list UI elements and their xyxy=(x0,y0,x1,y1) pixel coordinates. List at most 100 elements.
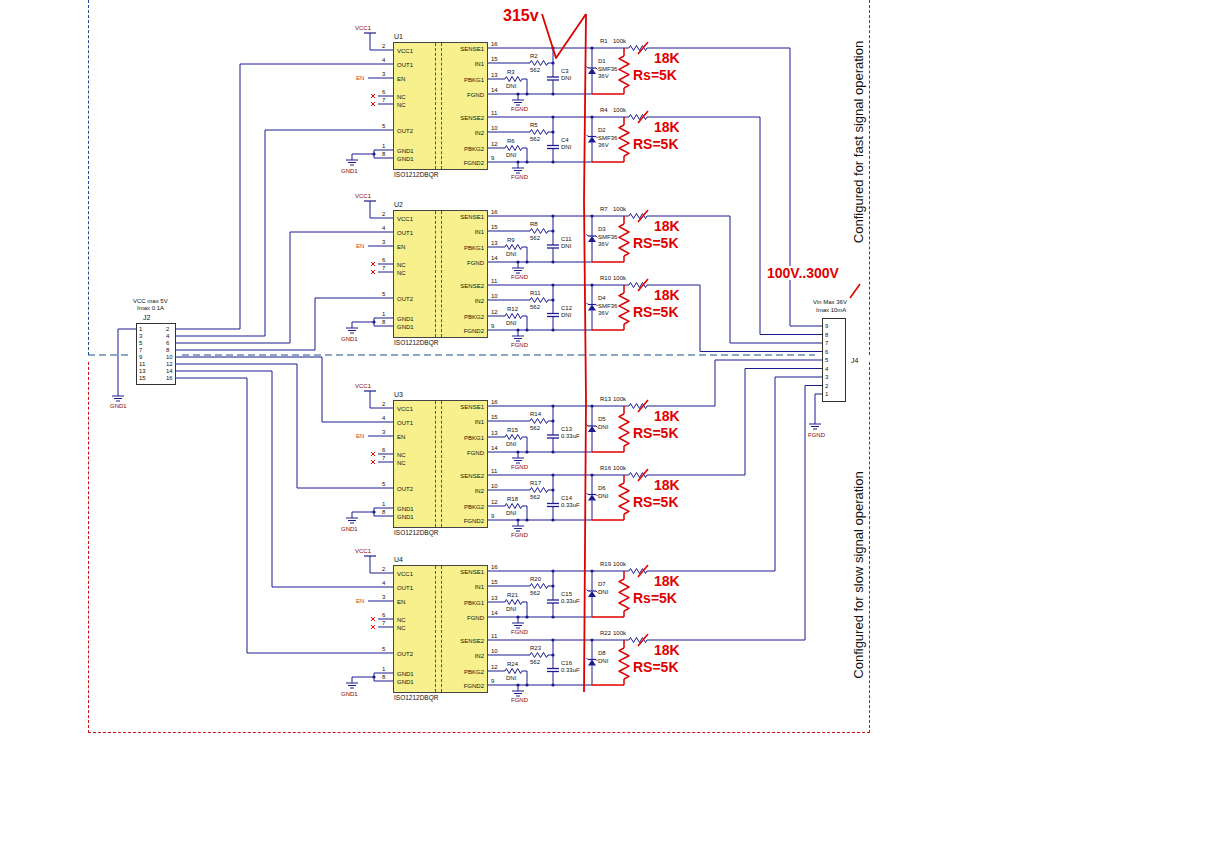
pin-number: 9 xyxy=(491,678,494,684)
wire xyxy=(488,117,592,118)
region-title: Configured for slow signal operation xyxy=(852,471,865,678)
wire xyxy=(527,602,528,617)
connector-header: J4Vin Max 36VImax 10mA xyxy=(822,318,846,402)
pin-number: 4 xyxy=(382,57,385,63)
pin-number: 2 xyxy=(382,211,385,217)
pin-number: 7 xyxy=(382,620,385,626)
ground-symbol xyxy=(350,523,354,524)
wire xyxy=(352,677,353,683)
wire xyxy=(488,132,530,133)
wire xyxy=(488,685,592,686)
resistor-symbol xyxy=(530,653,548,658)
wire xyxy=(488,437,505,438)
wire xyxy=(488,406,592,407)
annotation-voltage: 315v xyxy=(503,8,539,24)
component-value: 562 xyxy=(530,67,540,73)
wire xyxy=(553,438,554,452)
pin-name: NC xyxy=(397,452,406,458)
component-value: SMF36 36V xyxy=(598,66,620,80)
component-value: DNI xyxy=(506,152,516,158)
ref-designator: C15 xyxy=(561,591,572,597)
wire xyxy=(592,48,593,68)
pin-number: 13 xyxy=(491,430,498,436)
wire xyxy=(592,285,593,305)
ref-designator: R22 xyxy=(600,630,611,636)
component-value: DNI xyxy=(506,320,516,326)
ref-designator: R17 xyxy=(530,480,541,486)
pin-name: VCC1 xyxy=(397,571,413,577)
ground-symbol xyxy=(348,162,356,163)
isolator-ic: U2VCC1OUT1ENNCNCOUT2GND1GND1SENSE1IN1PBK… xyxy=(393,210,488,338)
annotation-line xyxy=(592,329,624,331)
component-value: 562 xyxy=(530,304,540,310)
no-connect-mark xyxy=(371,270,375,274)
annotation-resistor xyxy=(619,648,629,679)
component-value: 100k xyxy=(613,206,626,212)
component-value: 100k xyxy=(613,396,626,402)
pin-name: FGND2 xyxy=(464,328,484,334)
power-net-label: VCC1 xyxy=(355,548,371,554)
annotation-value: 18K xyxy=(654,219,680,233)
wire xyxy=(553,586,554,600)
junction-dot xyxy=(525,683,528,686)
ground-symbol xyxy=(809,424,821,425)
wire xyxy=(553,672,554,686)
resistor-symbol xyxy=(530,584,548,589)
wire xyxy=(352,512,374,513)
connector-wire xyxy=(176,298,393,350)
wire xyxy=(592,475,593,495)
strike-mark xyxy=(638,111,648,123)
annotation-resistor xyxy=(619,483,629,514)
pin-name: VCC1 xyxy=(397,216,413,222)
ref-designator: U1 xyxy=(394,33,403,40)
wire xyxy=(518,330,519,336)
wire xyxy=(647,117,822,335)
ground-net-label: GND1 xyxy=(341,691,358,697)
no-connect-mark xyxy=(371,460,375,464)
wire xyxy=(518,162,519,168)
wire xyxy=(488,247,505,248)
ref-designator: R21 xyxy=(507,592,518,598)
ref-designator: R5 xyxy=(530,122,538,128)
junction-dot xyxy=(372,675,375,678)
pin-number: 12 xyxy=(491,499,498,505)
ref-designator: R1 xyxy=(600,38,608,44)
ground-symbol xyxy=(514,625,522,626)
diode-symbol xyxy=(588,236,596,242)
capacitor-symbol xyxy=(547,316,559,317)
pin-number: 1 xyxy=(382,143,385,149)
pin-number: 15 xyxy=(491,414,498,420)
pin-name: OUT1 xyxy=(397,420,413,426)
wire xyxy=(592,597,593,617)
component-value: 562 xyxy=(530,136,540,142)
pin-name: GND1 xyxy=(397,316,414,322)
junction-dot xyxy=(551,615,554,618)
wire xyxy=(518,520,519,526)
wire xyxy=(647,48,822,326)
diode-symbol xyxy=(587,590,589,592)
ref-designator: D3 xyxy=(598,226,606,232)
resistor-symbol xyxy=(530,419,548,424)
wire xyxy=(647,386,822,641)
wire xyxy=(370,33,371,50)
wire xyxy=(522,247,527,248)
wire xyxy=(488,285,592,286)
diode-symbol xyxy=(588,304,596,305)
signal-region: Configured for fast signal operationU1VC… xyxy=(88,0,870,355)
junction-dot xyxy=(551,450,554,453)
wire xyxy=(592,74,593,94)
wire xyxy=(647,360,822,406)
wire xyxy=(592,143,593,163)
annotation-line xyxy=(623,406,625,414)
capacitor-symbol xyxy=(547,503,559,504)
component-value: 100k xyxy=(613,38,626,44)
wire xyxy=(368,246,393,247)
wire xyxy=(368,78,393,79)
wire xyxy=(118,329,136,330)
diode-symbol xyxy=(596,426,598,428)
ground-net-label: FGND xyxy=(511,106,528,112)
pin-number: 4 xyxy=(382,225,385,231)
annotation-line xyxy=(592,451,624,453)
annotation-line xyxy=(623,640,625,648)
ref-designator: C11 xyxy=(561,236,572,242)
